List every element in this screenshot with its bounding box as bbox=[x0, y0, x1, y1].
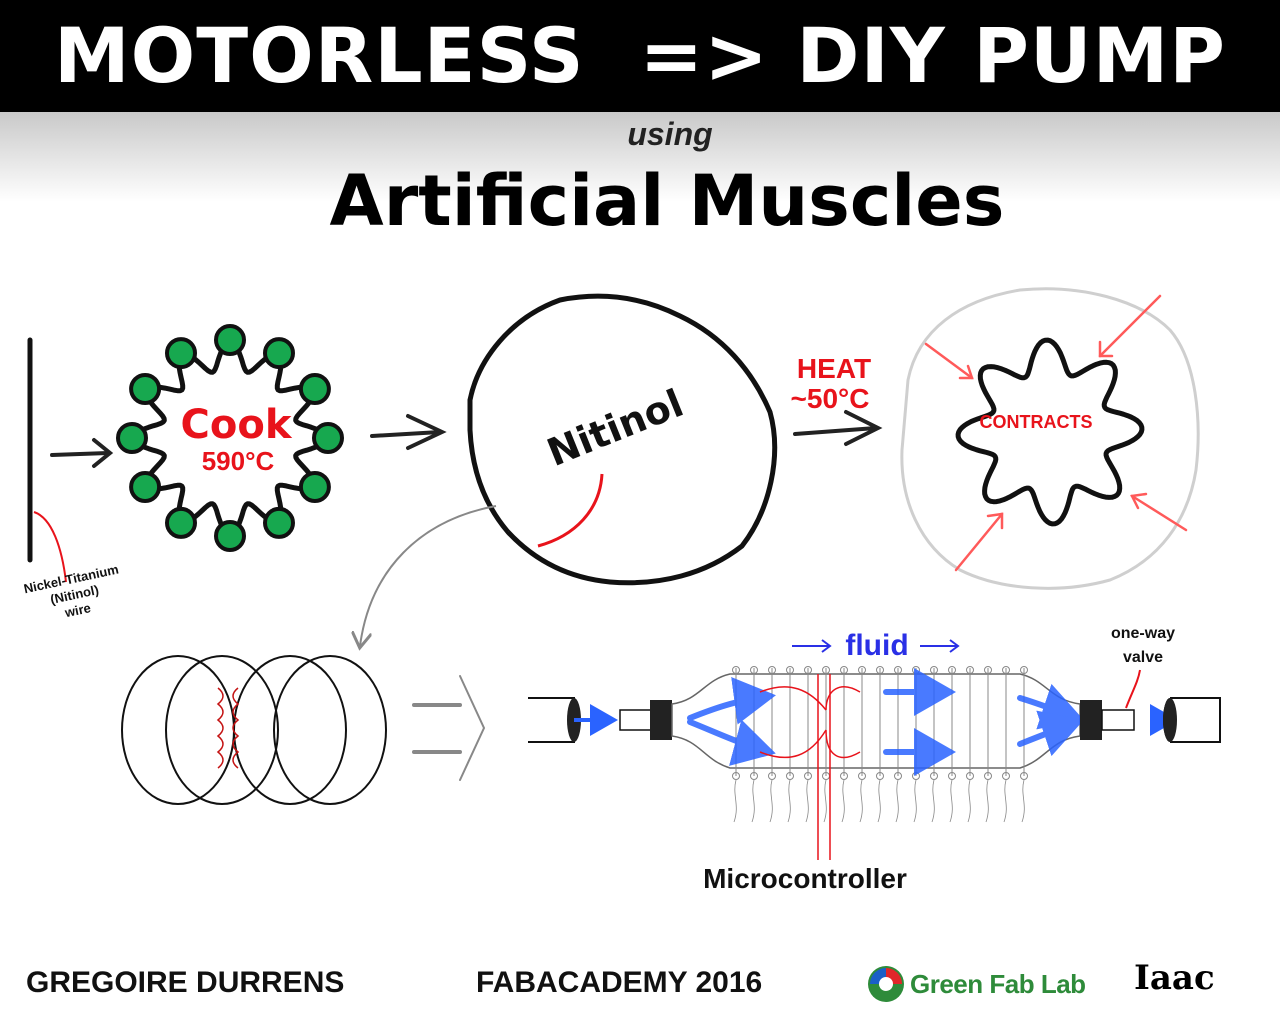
arrow-right-icon bbox=[50, 438, 114, 468]
main-title: Artificial Muscles bbox=[329, 160, 1005, 242]
bead bbox=[298, 471, 331, 503]
implies-arrow-icon bbox=[412, 675, 486, 781]
wire-label: Nickel-Titanium (Nitinol) wire bbox=[22, 562, 120, 621]
green-fab-lab-logo: Green Fab Lab bbox=[866, 962, 1086, 1006]
heat-label: HEAT bbox=[797, 353, 871, 384]
contracted-coil bbox=[900, 287, 1200, 590]
bead bbox=[298, 373, 331, 405]
cook-label: Cook bbox=[181, 402, 293, 448]
wire-label-line-3: wire bbox=[63, 600, 93, 620]
green-fab-lab-logo-icon bbox=[868, 966, 904, 1002]
arrow-right-icon bbox=[793, 410, 883, 446]
bead bbox=[263, 506, 295, 539]
bead bbox=[165, 506, 197, 539]
bead bbox=[116, 422, 148, 454]
author-name: GREGOIRE DURRENS bbox=[26, 966, 345, 999]
iaac-logo: Iaac bbox=[1134, 958, 1215, 998]
title-banner: MOTORLESS => DIY PUMP bbox=[0, 0, 1280, 112]
event-name: FABACADEMY 2016 bbox=[476, 966, 763, 999]
bead bbox=[214, 520, 246, 552]
fluid-label: fluid bbox=[845, 629, 908, 662]
bead bbox=[214, 324, 246, 356]
pump-assembly bbox=[528, 666, 1221, 860]
arrow-right-icon bbox=[370, 414, 447, 450]
valve-label-line-2: valve bbox=[1123, 649, 1163, 666]
contracts-label: CONTRACTS bbox=[980, 412, 1093, 432]
cook-ring bbox=[116, 324, 344, 552]
cook-temp: 590°C bbox=[202, 446, 275, 476]
bead bbox=[129, 373, 162, 405]
spring-stack bbox=[121, 655, 387, 805]
bead bbox=[165, 337, 197, 370]
bead bbox=[312, 422, 344, 454]
bead bbox=[263, 337, 295, 370]
header-fade bbox=[0, 112, 1280, 202]
subtitle: using bbox=[627, 116, 713, 152]
heat-temp: ~50°C bbox=[791, 383, 870, 414]
page-title: MOTORLESS => DIY PUMP bbox=[54, 11, 1226, 100]
microcontroller-label: Microcontroller bbox=[703, 863, 907, 894]
valve-label-line-1: one-way bbox=[1111, 625, 1175, 642]
bead bbox=[129, 471, 162, 503]
flow-arrow-icon bbox=[792, 639, 960, 653]
nitinol-wire bbox=[27, 337, 67, 583]
nitinol-coil bbox=[467, 293, 778, 586]
grey-curve-arrow bbox=[360, 505, 497, 646]
green-fab-lab-text: Green Fab Lab bbox=[910, 968, 1086, 999]
